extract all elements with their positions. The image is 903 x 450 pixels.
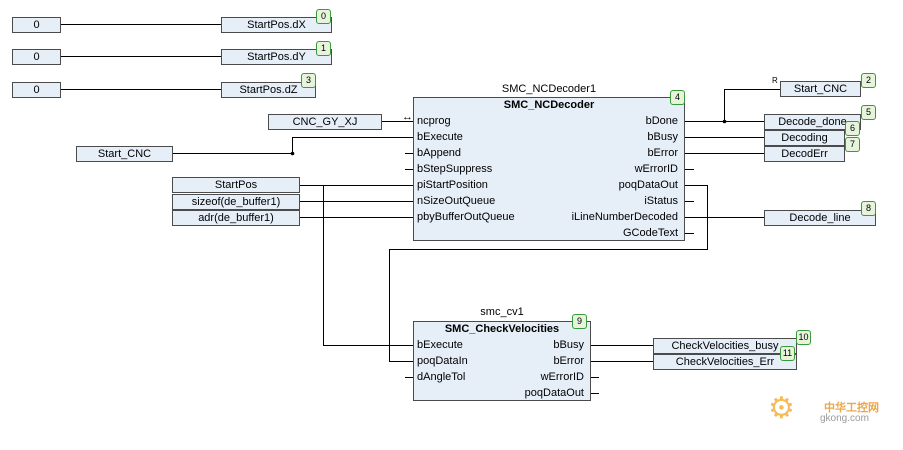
pin-bbusy[interactable]: bBusy <box>647 131 678 143</box>
checker-instance-name: smc_cv1 <box>480 306 524 318</box>
var-checkvelocities-err[interactable]: CheckVelocities_Err <box>653 354 797 370</box>
constant-dz[interactable]: 0 <box>12 82 61 98</box>
var-decoding[interactable]: Decoding <box>764 130 845 146</box>
smc-checkvelocities-block[interactable]: SMC_CheckVelocities 9 bExecute poqDataIn… <box>413 314 591 401</box>
var-decode-done[interactable]: Decode_done <box>764 114 861 130</box>
pin-gcodetext[interactable]: GCodeText <box>622 227 678 239</box>
pin-bexecute[interactable]: bExecute <box>417 339 463 351</box>
pin-pbybufferoutqueue[interactable]: pbyBufferOutQueue <box>417 211 515 223</box>
pin-ncprog[interactable]: ncprog <box>417 115 451 127</box>
pin-poqdataout[interactable]: poqDataOut <box>618 179 678 191</box>
network-number: 0 <box>316 9 331 24</box>
pin-pistartposition[interactable]: piStartPosition <box>417 179 488 191</box>
pin-poqdatain[interactable]: poqDataIn <box>417 355 468 367</box>
network-number: 3 <box>301 73 316 88</box>
pin-bbusy[interactable]: bBusy <box>553 339 584 351</box>
network-number: 10 <box>796 330 811 345</box>
network-number: 5 <box>861 105 876 120</box>
var-checkvelocities-busy[interactable]: CheckVelocities_busy <box>653 338 797 354</box>
gear-icon: ⚙ <box>768 392 795 425</box>
pin-werrorid[interactable]: wErrorID <box>634 163 678 175</box>
constant-dx[interactable]: 0 <box>12 17 61 33</box>
expr-sizeof-buffer[interactable]: sizeof(de_buffer1) <box>172 194 300 210</box>
decoder-instance-name: SMC_NCDecoder1 <box>501 83 597 95</box>
pin-dangletol[interactable]: dAngleTol <box>417 371 466 383</box>
var-decode-line[interactable]: Decode_line <box>764 210 876 226</box>
var-decoderr[interactable]: DecodErr <box>764 146 845 162</box>
var-startpos-dx[interactable]: StartPos.dX <box>221 17 332 33</box>
var-ncprog[interactable]: CNC_GY_XJ <box>268 114 382 130</box>
watermark-url: gkong.com <box>820 413 869 424</box>
watermark-title: 中华工控网 <box>824 402 879 414</box>
expr-adr-buffer[interactable]: adr(de_buffer1) <box>172 210 300 226</box>
var-startpos-dz[interactable]: StartPos.dZ <box>221 82 316 98</box>
network-number: 8 <box>861 201 876 216</box>
pin-bstepsuppress[interactable]: bStepSuppress <box>417 163 493 175</box>
pin-istatus[interactable]: iStatus <box>644 195 678 207</box>
var-start-cnc-reset[interactable]: Start_CNC <box>780 81 861 97</box>
var-startpos[interactable]: StartPos <box>172 177 300 193</box>
network-number: 9 <box>572 314 587 329</box>
pin-bappend[interactable]: bAppend <box>417 147 462 159</box>
pin-werrorid[interactable]: wErrorID <box>540 371 584 383</box>
pin-poqdataout[interactable]: poqDataOut <box>524 387 584 399</box>
var-startpos-dy[interactable]: StartPos.dY <box>221 49 332 65</box>
pin-ilinenumberdecoded[interactable]: iLineNumberDecoded <box>571 211 678 223</box>
pin-bexecute[interactable]: bExecute <box>417 131 463 143</box>
network-number: 1 <box>316 41 331 56</box>
reset-coil-mark: R <box>772 76 778 85</box>
decoder-type-name: SMC_NCDecoder <box>503 99 595 111</box>
pin-berror[interactable]: bError <box>553 355 584 367</box>
network-number: 7 <box>845 137 860 152</box>
pin-berror[interactable]: bError <box>647 147 678 159</box>
network-number: 4 <box>670 90 685 105</box>
pin-bdone[interactable]: bDone <box>645 115 678 127</box>
checker-type-name: SMC_CheckVelocities <box>444 323 560 335</box>
var-start-cnc-input[interactable]: Start_CNC <box>76 146 173 162</box>
constant-dy[interactable]: 0 <box>12 49 61 65</box>
smc-ncdecoder-block[interactable]: SMC_NCDecoder 4 ncprog bExecute bAppend … <box>413 90 685 241</box>
watermark: ⚙ 中华工控网 gkong.com <box>768 392 898 432</box>
reference-arrow-icon: ↔ <box>402 111 413 123</box>
network-number: 11 <box>780 346 795 361</box>
network-number: 2 <box>861 73 876 88</box>
network-number: 6 <box>845 121 860 136</box>
pin-nsizeoutqueue[interactable]: nSizeOutQueue <box>417 195 496 207</box>
